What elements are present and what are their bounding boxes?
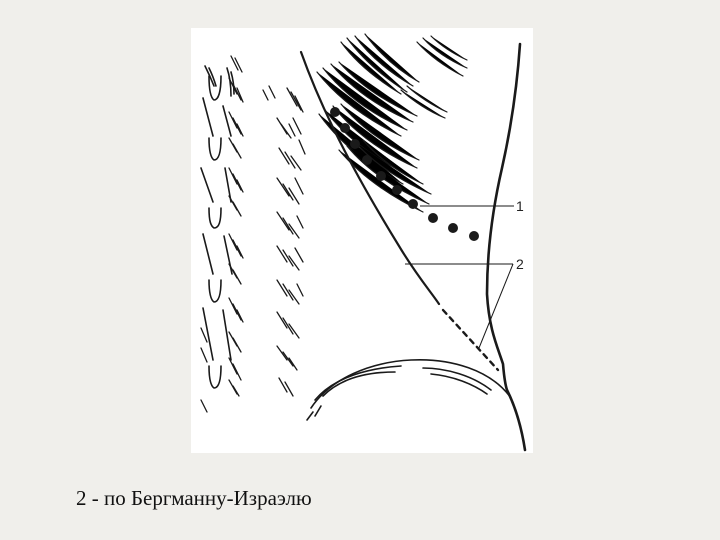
callout-2-leader-diagonal <box>478 263 514 349</box>
iliac-crest <box>306 359 512 421</box>
skin-contour <box>485 42 527 452</box>
callout-1: 1 <box>420 198 524 214</box>
incision-dashed-extension <box>441 308 500 372</box>
rib-dot <box>469 231 479 241</box>
callout-2-label: 2 <box>516 256 524 272</box>
incision-line <box>299 50 441 306</box>
vertebra-body-4 <box>208 279 222 303</box>
vertebra-body-3 <box>208 207 222 229</box>
anatomical-figure: 1 2 <box>191 28 533 453</box>
vertebra-body-1 <box>208 75 222 101</box>
vertebra-body-2 <box>208 137 222 161</box>
rib-dot <box>376 171 386 181</box>
rib-dot <box>392 185 402 195</box>
rib-dot <box>330 107 340 117</box>
rib-dot <box>350 139 360 149</box>
rib-dot <box>362 155 372 165</box>
rib-dot <box>428 213 438 223</box>
rib-dot <box>448 223 458 233</box>
vertebra-body-5 <box>208 365 222 389</box>
rib-dots <box>330 107 479 241</box>
muscle-hatching <box>262 85 306 397</box>
ribs-hatching <box>316 33 468 213</box>
slide-caption: 2 - по Бергманну-Израэлю <box>76 486 312 510</box>
callout-1-label: 1 <box>516 198 524 214</box>
rib-dot <box>340 123 350 133</box>
spine-vertebrae <box>200 65 235 389</box>
spine-hatching <box>200 55 244 413</box>
rib-dot <box>408 199 418 209</box>
callout-2: 2 <box>405 256 524 349</box>
incision-diagram: 1 2 <box>200 33 527 452</box>
